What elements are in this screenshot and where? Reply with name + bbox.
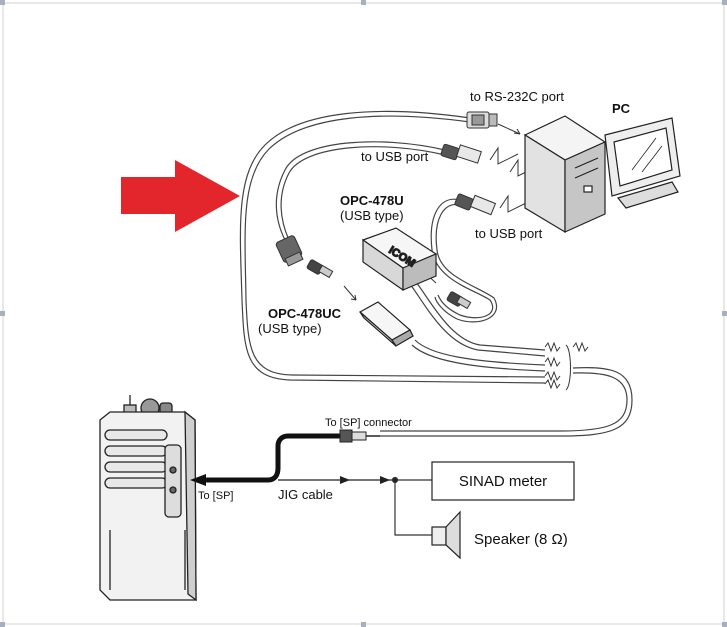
mini-usb-plug-icon xyxy=(306,259,334,279)
usb-plug-icon xyxy=(440,143,482,164)
meter-wiring xyxy=(391,476,432,536)
pc-tower-icon xyxy=(523,115,607,234)
red-arrow-icon xyxy=(121,160,240,232)
rs232-port-label: to RS-232C port xyxy=(470,89,564,104)
jig-cable xyxy=(190,429,395,486)
small-plug-icon xyxy=(446,291,472,310)
opc-478uc-device xyxy=(358,301,414,347)
usb-port-label-1: to USB port xyxy=(361,149,429,164)
sp-connector-label: To [SP] connector xyxy=(325,417,412,429)
speaker-label: Speaker (8 Ω) xyxy=(474,531,568,548)
opc-478u-device: ICOM xyxy=(361,227,438,292)
opc-478u-name: OPC-478U xyxy=(340,193,404,208)
cable-lines xyxy=(239,110,633,437)
sinad-meter-box xyxy=(431,461,575,501)
sinad-meter-label: SINAD meter xyxy=(459,473,547,490)
jig-cable-label: JIG cable xyxy=(278,487,333,502)
wiring-arrowheads xyxy=(340,476,390,484)
handheld-radio-icon xyxy=(99,395,197,602)
pc-monitor-icon xyxy=(604,117,681,209)
pc-label: PC xyxy=(612,101,631,116)
usb-plug-icon xyxy=(454,193,497,216)
speaker-icon xyxy=(431,510,461,560)
to-sp-label: To [SP] xyxy=(198,490,233,502)
db9-connector-icon xyxy=(466,111,498,129)
opc-478uc-type: (USB type) xyxy=(258,321,322,336)
round-connector-icon xyxy=(275,235,304,267)
cable-break-marks xyxy=(544,341,589,391)
usb-port-label-2: to USB port xyxy=(475,226,543,241)
opc-478uc-name: OPC-478UC xyxy=(268,306,342,321)
opc-478u-type: (USB type) xyxy=(340,208,404,223)
